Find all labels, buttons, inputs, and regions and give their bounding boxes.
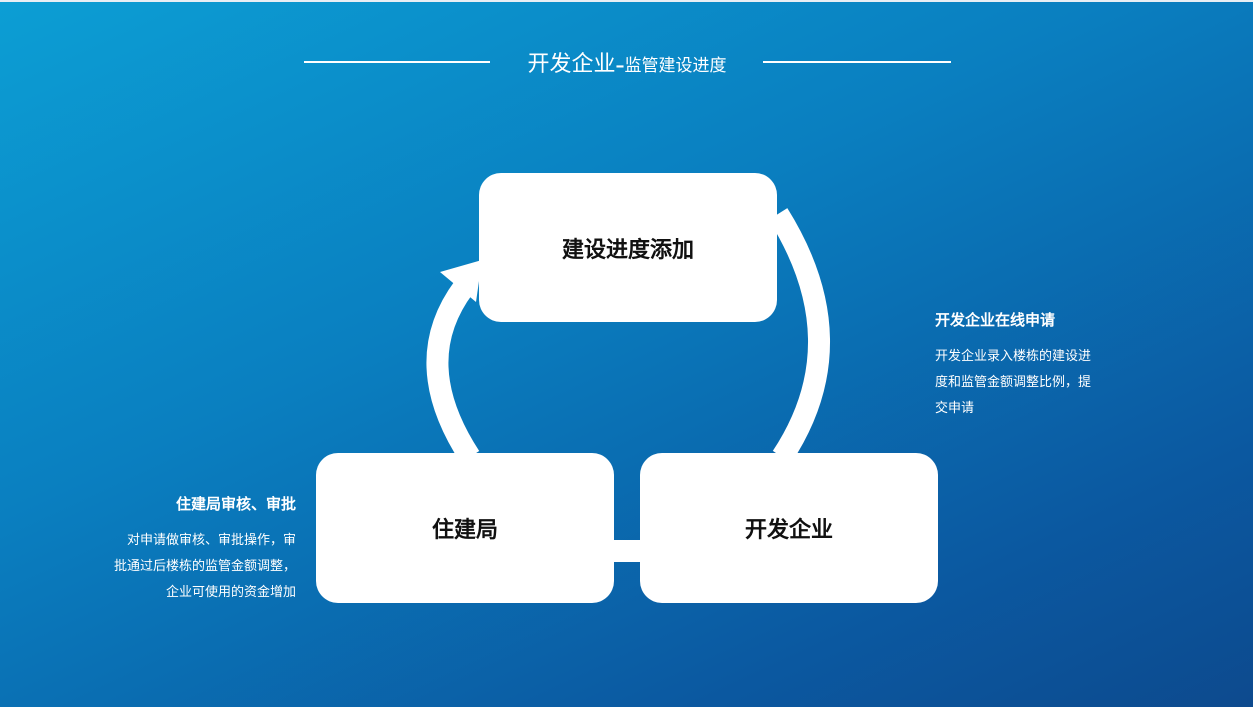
developer-application-note: 开发企业在线申请 开发企业录入楼栋的建设进 度和监管金额调整比例，提 交申请 (935, 309, 1145, 422)
connector-left-to-top (426, 280, 480, 464)
developer-application-heading: 开发企业在线申请 (935, 311, 1056, 329)
title-separator: – (615, 55, 625, 76)
slide-title: 开发企业–监管建设进度 (494, 46, 760, 78)
node-housing-bureau-label: 住建局 (431, 518, 498, 543)
bureau-review-line: 批通过后楼栋的监管金额调整， (113, 559, 296, 574)
connector-right-to-left (608, 540, 648, 562)
title-rule-left (304, 61, 490, 63)
node-housing-bureau: 住建局 (316, 453, 614, 603)
node-progress-add-label: 建设进度添加 (561, 237, 694, 263)
developer-application-line: 度和监管金额调整比例，提 (935, 375, 1092, 390)
developer-application-line: 开发企业录入楼栋的建设进 (935, 349, 1092, 364)
bureau-review-note: 住建局审核、审批 对申请做审核、审批操作，审 批通过后楼栋的监管金额调整， 企业… (70, 493, 296, 606)
bureau-review-line: 企业可使用的资金增加 (165, 585, 296, 600)
bureau-review-body: 对申请做审核、审批操作，审 批通过后楼栋的监管金额调整， 企业可使用的资金增加 (70, 528, 296, 606)
node-developer-label: 开发企业 (744, 518, 833, 543)
node-developer: 开发企业 (640, 453, 938, 603)
developer-application-body: 开发企业录入楼栋的建设进 度和监管金额调整比例，提 交申请 (935, 344, 1145, 422)
arrowhead-icon (440, 260, 482, 302)
slide-header: 开发企业–监管建设进度 (0, 46, 1253, 78)
title-rule-right (763, 61, 951, 63)
title-sub: 监管建设进度 (624, 56, 727, 76)
bureau-review-line: 对申请做审核、审批操作，审 (126, 533, 296, 548)
node-progress-add: 建设进度添加 (479, 173, 777, 322)
connector-top-to-right (768, 208, 830, 464)
bureau-review-heading: 住建局审核、审批 (175, 495, 296, 513)
title-main: 开发企业 (527, 52, 616, 77)
developer-application-line: 交申请 (935, 401, 975, 416)
